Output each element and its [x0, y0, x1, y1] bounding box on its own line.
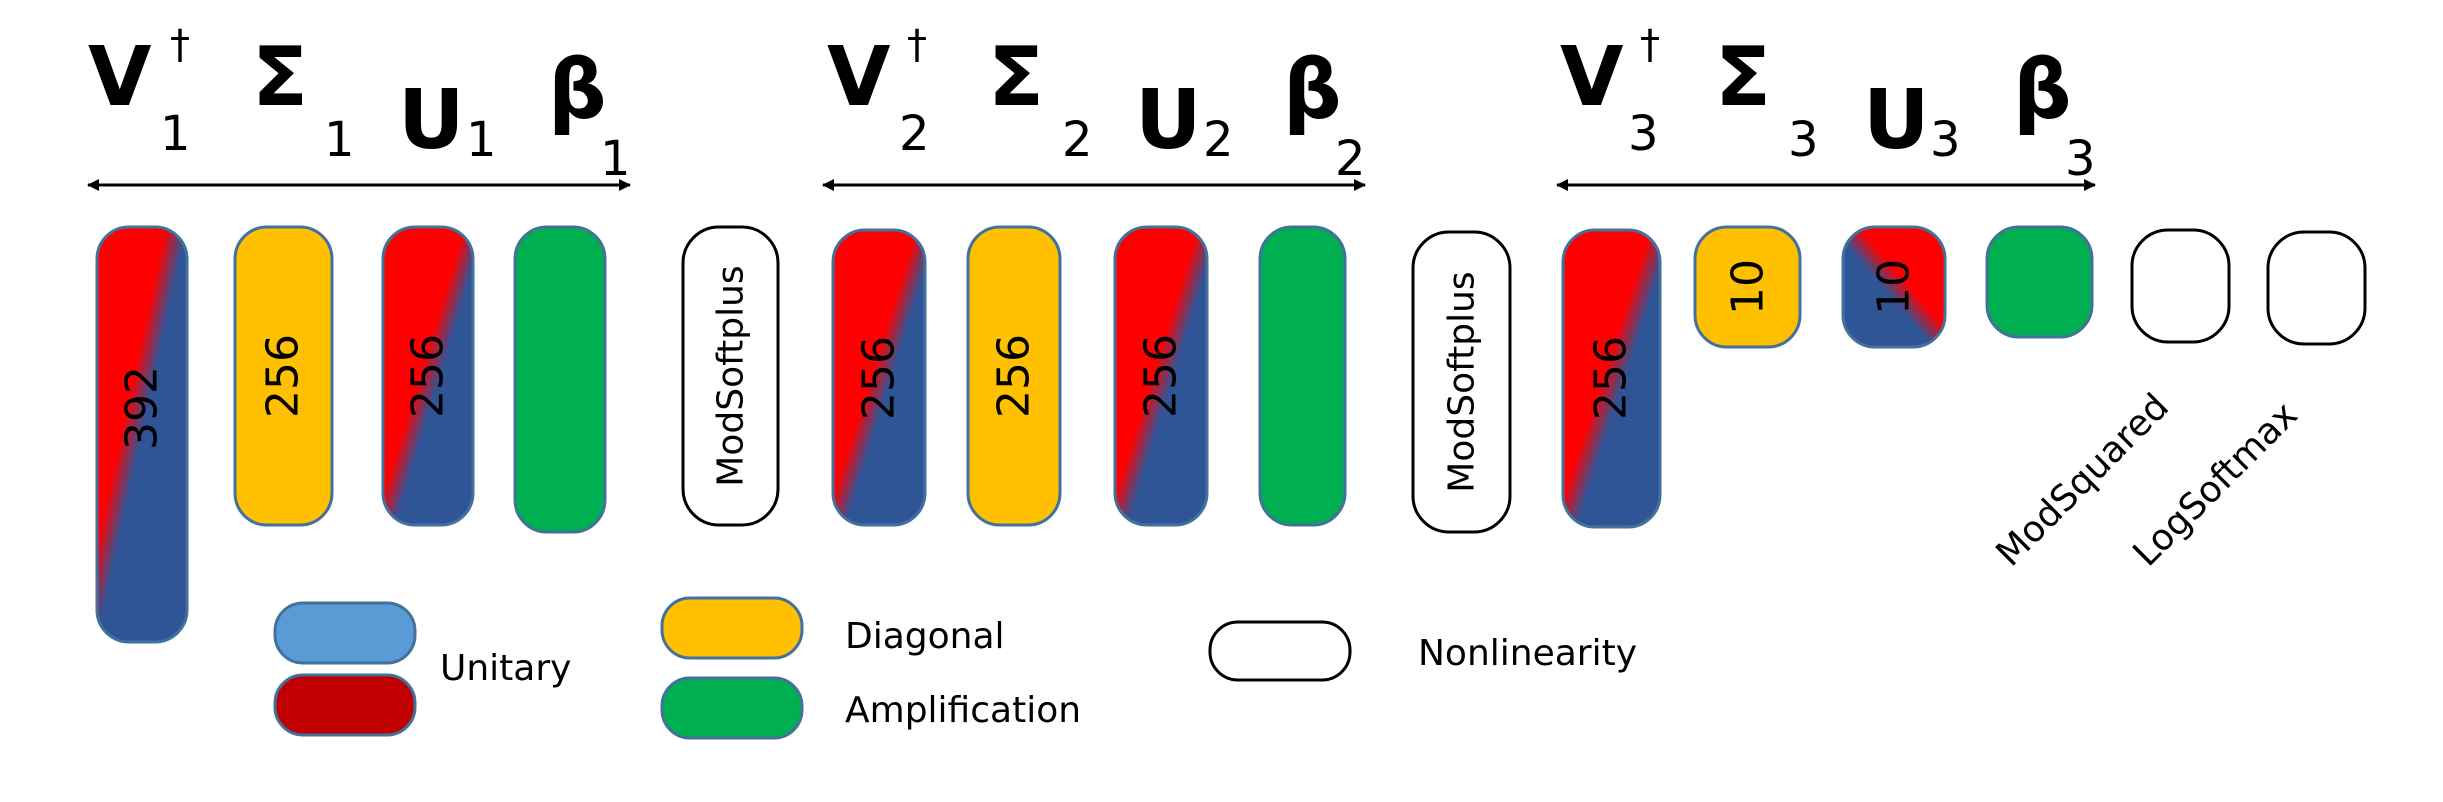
svg-text:V: V — [1560, 30, 1624, 125]
block-3-header: V 3 † Σ 3 U 3 β 3 — [1560, 22, 2096, 187]
symbol-sigma2: Σ 2 — [988, 30, 1093, 168]
block-3: V 3 † Σ 3 U 3 β 3 256 10 — [1556, 22, 2096, 529]
svg-text:1: 1 — [160, 106, 191, 162]
layer-u2: 256 — [1113, 225, 1209, 527]
layer-u1: 256 — [381, 225, 475, 527]
svg-text:3: 3 — [1930, 112, 1961, 168]
layer-v2-size: 256 — [854, 336, 905, 420]
legend-nonlinearity-swatch — [1208, 620, 1352, 682]
svg-text:2: 2 — [1062, 112, 1093, 168]
symbol-u2: U 2 — [1135, 73, 1234, 168]
layer-v3-size: 256 — [1586, 336, 1637, 420]
layer-u1-size: 256 — [403, 334, 454, 418]
nonlinearity-modsoftplus-1-label: ModSoftplus — [711, 265, 752, 486]
svg-text:2: 2 — [899, 106, 930, 162]
svg-text:3: 3 — [1788, 112, 1819, 168]
layer-sigma3-size: 10 — [1723, 259, 1774, 315]
symbol-v1-dagger: V 1 † — [88, 22, 191, 162]
layer-v1: 392 — [95, 225, 189, 644]
legend-amplification-swatch — [660, 676, 804, 740]
svg-text:†: † — [170, 22, 190, 68]
symbol-beta1: β 1 — [548, 43, 631, 187]
legend: Unitary Diagonal Amplification Nonlinear… — [273, 596, 1637, 740]
layer-u3-size: 10 — [1869, 259, 1920, 315]
svg-text:1: 1 — [600, 131, 631, 187]
block-1-header: V 1 † Σ 1 U 1 β 1 — [88, 22, 631, 187]
symbol-beta2: β 2 — [1283, 43, 1366, 187]
symbol-sigma1: Σ 1 — [252, 30, 355, 168]
symbol-u3: U 3 — [1863, 73, 1961, 168]
nonlinearity-modsoftplus-1: ModSoftplus — [681, 225, 780, 527]
svg-text:β: β — [548, 43, 607, 138]
svg-text:3: 3 — [2065, 131, 2096, 187]
svg-text:1: 1 — [466, 112, 497, 168]
legend-nonlinearity: Nonlinearity — [1208, 620, 1637, 682]
svg-text:U: U — [1863, 73, 1930, 168]
svg-text:†: † — [1640, 22, 1660, 68]
svg-text:U: U — [398, 73, 465, 168]
svg-text:U: U — [1135, 73, 1202, 168]
block-1: V 1 † Σ 1 U 1 β 1 392 256 — [87, 22, 631, 644]
svg-text:1: 1 — [324, 112, 355, 168]
svg-text:Σ: Σ — [1715, 30, 1771, 125]
legend-unitary: Unitary — [273, 601, 571, 737]
svg-text:3: 3 — [1628, 106, 1659, 162]
svg-text:V: V — [827, 30, 891, 125]
symbol-u1: U 1 — [398, 73, 497, 168]
svg-text:†: † — [907, 22, 927, 68]
legend-unitary-swatch-red — [273, 673, 417, 737]
nonlinearity-modsoftplus-2: ModSoftplus — [1411, 230, 1512, 534]
legend-nonlinearity-label: Nonlinearity — [1418, 633, 1637, 674]
legend-unitary-label: Unitary — [440, 648, 571, 689]
svg-text:2: 2 — [1335, 131, 1366, 187]
layer-beta2 — [1258, 225, 1347, 527]
layer-v1-size: 392 — [117, 366, 168, 450]
svg-text:Σ: Σ — [252, 30, 308, 125]
legend-amplification-label: Amplification — [845, 690, 1081, 731]
layer-sigma1-size: 256 — [258, 334, 309, 418]
svg-text:β: β — [2013, 43, 2072, 138]
block-2-header: V 2 † Σ 2 U 2 β 2 — [827, 22, 1366, 187]
layer-v2: 256 — [831, 228, 927, 527]
svg-text:V: V — [88, 30, 152, 125]
symbol-beta3: β 3 — [2013, 43, 2096, 187]
layer-sigma2: 256 — [966, 225, 1062, 527]
svg-text:β: β — [1283, 43, 1342, 138]
symbol-sigma3: Σ 3 — [1715, 30, 1819, 168]
symbol-v3-dagger: V 3 † — [1560, 22, 1660, 162]
layer-v3: 256 — [1561, 228, 1662, 529]
layer-u3: 10 — [1841, 225, 1947, 349]
legend-diagonal-label: Diagonal — [845, 616, 1005, 657]
layer-sigma2-size: 256 — [989, 334, 1040, 418]
layer-sigma3: 10 — [1693, 225, 1802, 349]
legend-unitary-swatch-blue — [273, 601, 417, 665]
legend-diagonal: Diagonal — [660, 596, 1005, 660]
layer-beta1 — [513, 225, 607, 534]
layer-beta3 — [1985, 225, 2094, 339]
svg-text:2: 2 — [1203, 112, 1234, 168]
block-2: V 2 † Σ 2 U 2 β 2 256 256 — [822, 22, 1366, 527]
nonlinearity-modsoftplus-2-label: ModSoftplus — [1442, 271, 1483, 492]
legend-diagonal-swatch — [660, 596, 804, 660]
layer-u2-size: 256 — [1136, 334, 1187, 418]
svg-text:Σ: Σ — [988, 30, 1044, 125]
symbol-v2-dagger: V 2 † — [827, 22, 930, 162]
layer-sigma1: 256 — [233, 225, 334, 527]
legend-amplification: Amplification — [660, 676, 1081, 740]
